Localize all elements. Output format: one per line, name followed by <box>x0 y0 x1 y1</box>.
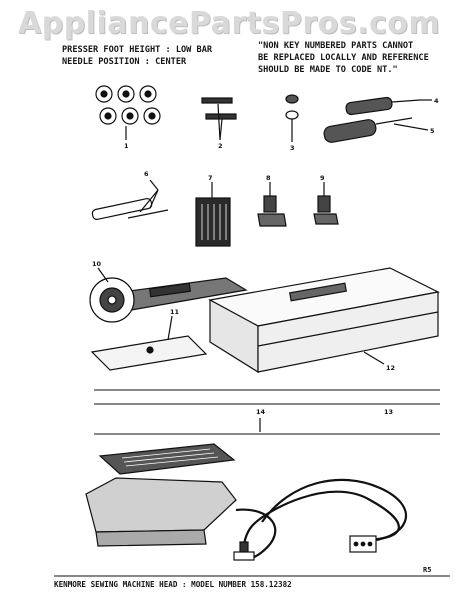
callout-14: 14 <box>256 408 266 416</box>
note-line-3: SHOULD BE MADE TO CODE NT." <box>258 65 398 75</box>
part-12-accessory-box <box>208 267 440 374</box>
callout-3: 3 <box>290 144 295 152</box>
callout-8: 8 <box>266 174 271 182</box>
callout-1: 1 <box>124 142 129 150</box>
callout-numbers: 1 2 3 4 5 6 7 8 9 10 11 12 13 14 <box>92 97 439 416</box>
callout-12: 12 <box>386 364 395 372</box>
part-4-screwdriver <box>345 96 432 116</box>
part-7-needle-pack <box>195 182 231 247</box>
part-9-presser-foot <box>313 182 339 225</box>
callout-5: 5 <box>430 127 435 135</box>
part-3-spool-washers <box>285 94 299 142</box>
callout-11: 11 <box>170 308 180 316</box>
callout-2: 2 <box>218 142 223 150</box>
callout-10: 10 <box>92 260 102 268</box>
note-line-2: BE REPLACED LOCALLY AND REFERENCE <box>258 53 429 63</box>
callout-13: 13 <box>384 408 393 416</box>
header-note: "NON KEY NUMBERED PARTS CANNOT BE REPLAC… <box>258 40 429 76</box>
callout-4: 4 <box>434 97 439 105</box>
part-5-screwdriver <box>323 117 429 143</box>
watermark: AppliancePartsPros.com <box>18 6 441 41</box>
part-2-spool-pins <box>201 97 237 141</box>
page-code: R5 <box>423 566 432 574</box>
callout-9: 9 <box>320 174 325 182</box>
part-14-foot-control <box>85 443 408 561</box>
part-10-attachment <box>89 267 248 323</box>
callout-6: 6 <box>144 170 149 178</box>
needle-position-text: NEEDLE POSITION : CENTER <box>62 57 187 67</box>
callout-7: 7 <box>208 174 213 182</box>
model-footer: KENMORE SEWING MACHINE HEAD : MODEL NUMB… <box>54 580 292 589</box>
part-6-seam-ripper <box>91 179 169 220</box>
part-11-plate <box>90 315 208 371</box>
part-1-bobbins <box>95 85 161 140</box>
header-left: PRESSER FOOT HEIGHT : LOW BAR NEEDLE POS… <box>62 44 212 68</box>
presser-foot-height-text: PRESSER FOOT HEIGHT : LOW BAR <box>62 45 213 55</box>
part-8-presser-foot <box>257 182 287 227</box>
note-line-1: "NON KEY NUMBERED PARTS CANNOT <box>258 41 414 51</box>
